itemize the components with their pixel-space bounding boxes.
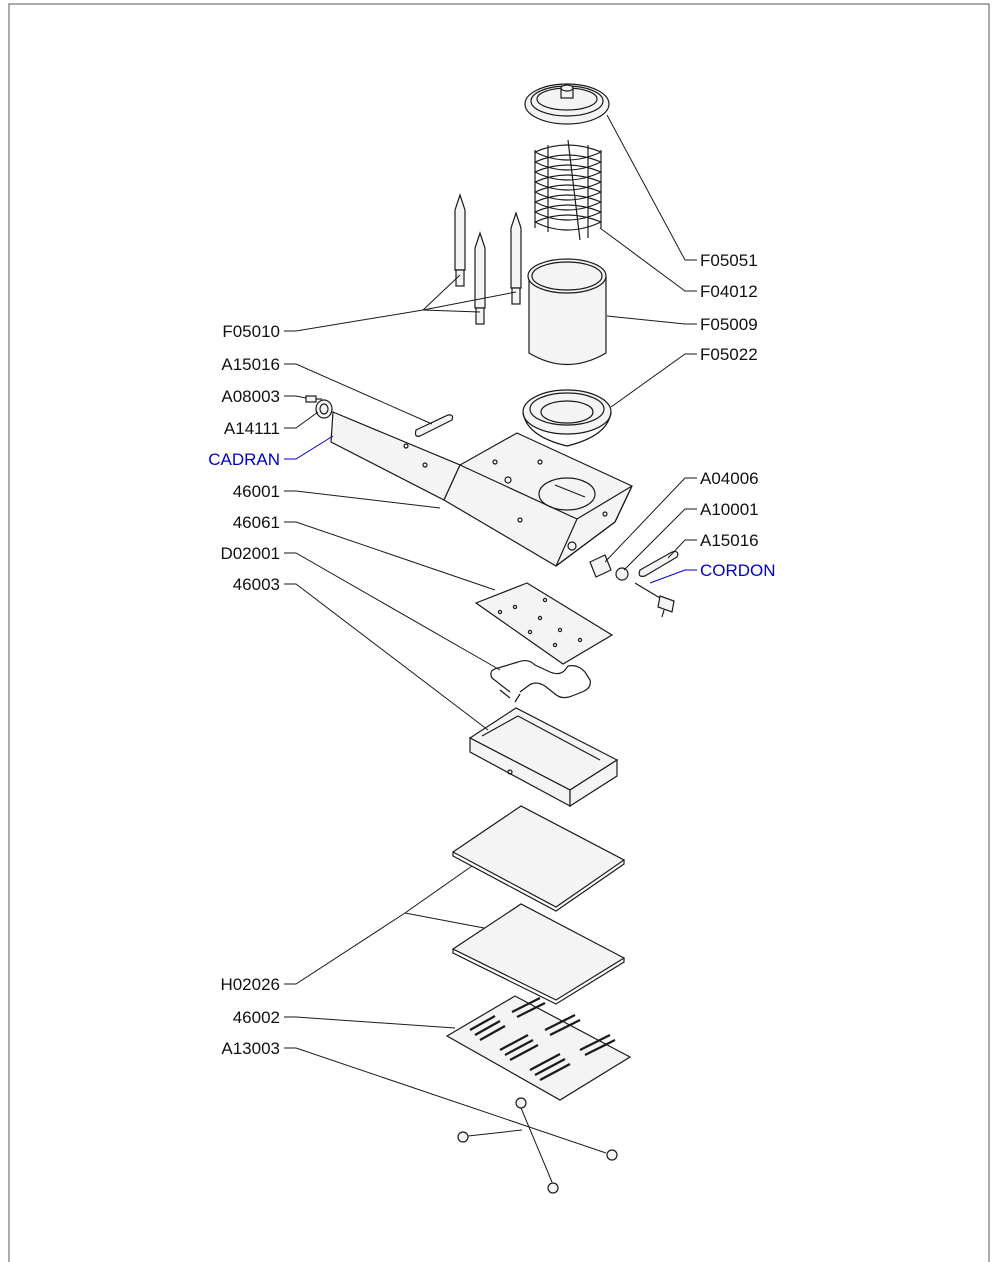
part-feet-drawing bbox=[457, 1097, 618, 1194]
part-plate-drawing bbox=[474, 582, 614, 665]
part-heating-element-drawing bbox=[490, 659, 591, 703]
label-A10001: A10001 bbox=[700, 500, 759, 519]
label-F05051: F05051 bbox=[700, 251, 758, 270]
label-CADRAN: CADRAN bbox=[208, 450, 280, 469]
label-F05010: F05010 bbox=[222, 322, 280, 341]
label-A13003: A13003 bbox=[221, 1039, 280, 1058]
drawing-frame bbox=[8, 3, 990, 1262]
label-D02001: D02001 bbox=[220, 544, 280, 563]
part-tray-drawing bbox=[468, 707, 619, 808]
label-46002: 46002 bbox=[233, 1008, 280, 1027]
label-CORDON: CORDON bbox=[700, 561, 776, 580]
label-F05022: F05022 bbox=[700, 345, 758, 364]
part-cord-drawing bbox=[634, 582, 675, 618]
part-knob-drawing bbox=[315, 399, 333, 419]
part-insulation-sheet-lower-drawing bbox=[451, 903, 626, 1005]
leader-lines bbox=[284, 114, 697, 1183]
label-A08003: A08003 bbox=[221, 387, 280, 406]
label-F04012: F04012 bbox=[700, 282, 758, 301]
label-A04006: A04006 bbox=[700, 469, 759, 488]
part-handle-right-drawing bbox=[638, 550, 679, 577]
part-cylinder-drawing bbox=[527, 258, 607, 366]
label-A14111: A14111 bbox=[224, 419, 280, 438]
label-46003: 46003 bbox=[233, 575, 280, 594]
part-grommet-drawing bbox=[615, 567, 629, 581]
label-H02026: H02026 bbox=[220, 975, 280, 994]
part-vented-base-drawing bbox=[445, 995, 632, 1101]
label-46001: 46001 bbox=[233, 482, 280, 501]
part-rods-drawing bbox=[454, 193, 522, 325]
label-A15016-left: A15016 bbox=[221, 355, 280, 374]
part-insulation-sheet-upper-drawing bbox=[451, 805, 626, 912]
part-lid-drawing bbox=[524, 83, 610, 125]
part-coil-basket-drawing bbox=[534, 139, 602, 241]
label-46061: 46061 bbox=[233, 513, 280, 532]
part-screw-drawing bbox=[305, 395, 322, 403]
part-handle-left-drawing bbox=[414, 414, 454, 437]
part-funnel-ring-drawing bbox=[522, 389, 612, 447]
label-A15016-right: A15016 bbox=[700, 531, 759, 550]
label-F05009: F05009 bbox=[700, 315, 758, 334]
part-body-housing-drawing bbox=[443, 432, 633, 567]
